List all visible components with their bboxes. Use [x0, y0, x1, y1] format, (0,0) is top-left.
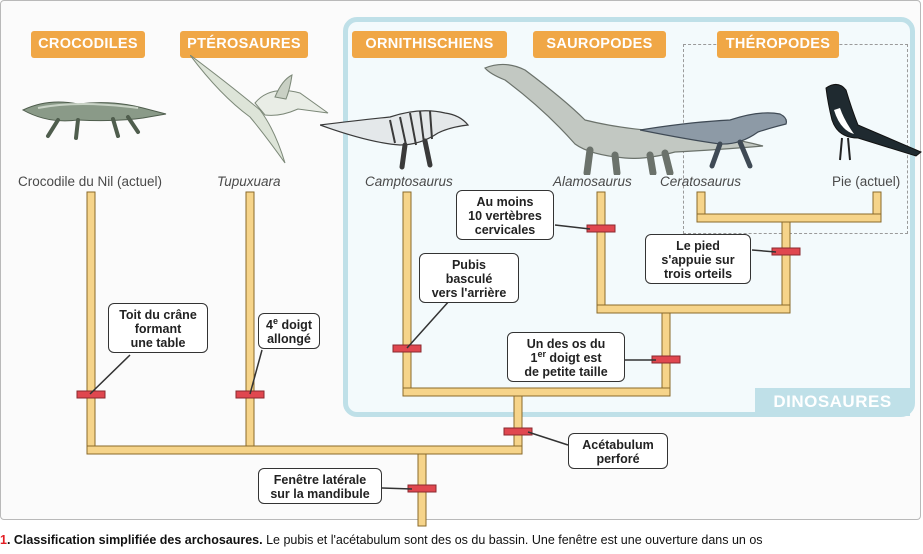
marker-os-doigt	[652, 356, 680, 363]
branch-dino-node	[514, 388, 522, 454]
link-archosaurs	[87, 446, 522, 454]
branch-tupuxuara	[246, 192, 254, 454]
note-fenetre: Fenêtre latérale sur la mandibule	[258, 468, 382, 504]
note-toit-crane: Toit du crâne formant une table	[108, 303, 208, 353]
branch-alamosaurus	[597, 192, 605, 313]
note-acetabulum: Acétabulum perforé	[568, 433, 668, 469]
marker-pubis	[393, 345, 421, 352]
caption-number: 1	[0, 533, 7, 547]
marker-acetabulum	[504, 428, 532, 435]
pointer-pubis	[407, 300, 450, 348]
marker-fenetre	[408, 485, 436, 492]
marker-vertebres	[587, 225, 615, 232]
note-quatrieme-doigt: 4e doigt allongé	[258, 313, 320, 349]
pointer-fenetre	[382, 488, 412, 489]
caption-title: . Classification simplifiée des archosau…	[7, 533, 263, 547]
figure-caption: 1. Classification simplifiée des archosa…	[0, 533, 763, 547]
link-theropods	[697, 214, 881, 222]
pointer-acetabulum	[528, 432, 568, 445]
link-dinosaurs	[403, 388, 670, 396]
note-pied: Le pied s'appuie sur trois orteils	[645, 234, 751, 284]
note-vertebres: Au moins 10 vertèbres cervicales	[456, 190, 554, 240]
note-os-doigt: Un des os du 1er doigt est de petite tai…	[507, 332, 625, 382]
branch-saurischian-node	[662, 305, 670, 396]
branch-crocodile	[87, 192, 95, 454]
branch-camptosaurus	[403, 192, 411, 396]
marker-pied	[772, 248, 800, 255]
pointer-toit	[90, 355, 130, 394]
branch-theropod-node	[782, 214, 790, 313]
caption-text: Le pubis et l'acétabulum sont des os du …	[263, 533, 763, 547]
link-saurischians	[597, 305, 790, 313]
pointer-vertebres	[555, 225, 590, 229]
note-pubis: Pubis basculé vers l'arrière	[419, 253, 519, 303]
